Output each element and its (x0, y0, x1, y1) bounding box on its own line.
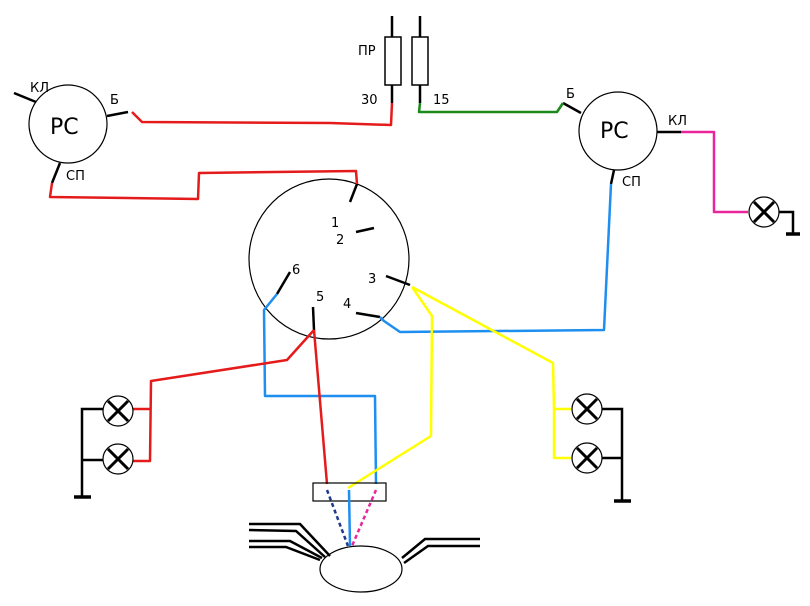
relay-right-pin-b: Б (566, 87, 575, 102)
relay-right (562, 91, 681, 185)
lamp-icon (748, 196, 780, 228)
relay-left-pin-sp: СП (66, 169, 85, 184)
wire-yellow-switch3-lever (347, 286, 434, 490)
ground-icon (779, 210, 800, 236)
relay-right-name: РС (600, 119, 629, 144)
wire-lever-red (325, 489, 350, 547)
fuse-15 (411, 36, 429, 86)
fuse-pin-15-label: 15 (433, 93, 450, 108)
relay-left (13, 84, 129, 184)
switch-pin-6: 6 (292, 263, 300, 278)
switch-pin-1: 1 (331, 216, 339, 231)
wire-green-fuse15-relay-right (417, 102, 565, 114)
ground-icon (602, 407, 631, 503)
switch-pin-5: 5 (316, 290, 324, 305)
wire-red-relay-left-switch1 (48, 169, 359, 201)
relay-left-pin-b: Б (110, 93, 119, 108)
relay-left-name: РС (50, 115, 79, 140)
lever-arm-left (248, 522, 331, 562)
wire-yellow-switch3-right-lamps (411, 285, 572, 411)
wire-red-switch5-left-lamps (133, 329, 315, 463)
wire-lever-blue (347, 489, 352, 547)
switch-pin-3: 3 (368, 272, 376, 287)
ground-icon (74, 407, 103, 499)
wire-yellow-right-lamp-bottom (552, 409, 572, 460)
wire-magenta-relay-right-lamp (681, 130, 748, 214)
turn-switch (248, 178, 411, 340)
lever-arm-right (401, 537, 480, 565)
relay-right-pin-kl: КЛ (668, 114, 687, 129)
wire-blue-switch6-lever (262, 293, 378, 485)
lamp-icon (571, 393, 603, 425)
switch-pin-2: 2 (336, 233, 344, 248)
lamp-icon (102, 395, 134, 427)
relay-left-pin-kl: КЛ (30, 81, 49, 96)
switch-pin-4: 4 (343, 297, 351, 312)
wire-lever-magenta (350, 489, 378, 547)
steering-column-switch (319, 545, 403, 593)
fuse-label: ПР (358, 44, 376, 59)
relay-right-pin-sp: СП (622, 175, 641, 190)
fuse-block (384, 16, 429, 103)
lamp-icon (571, 442, 603, 474)
wire-red-fuse30-relay-left (131, 102, 394, 127)
fuse-pin-30-label: 30 (361, 93, 378, 108)
wire-red-switch5-lever (312, 329, 329, 485)
wire-blue-relay-right-switch4 (379, 183, 613, 334)
fuse-30 (384, 36, 402, 86)
lamp-icon (102, 443, 134, 475)
